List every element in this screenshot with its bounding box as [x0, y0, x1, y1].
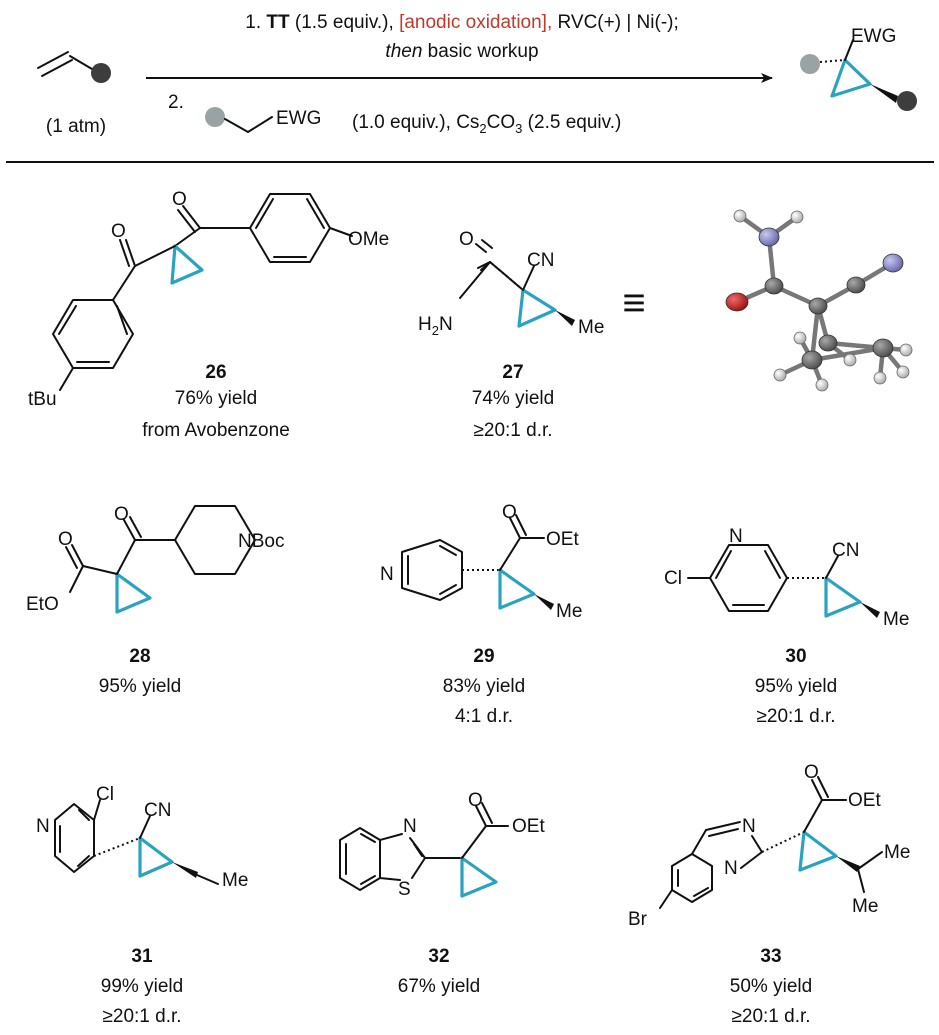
- product-ewg: EWG: [851, 26, 896, 47]
- substituent-dot-dark: [91, 63, 111, 83]
- compound-33-number: 33: [760, 946, 781, 967]
- compound-29-yield: 83% yield: [443, 676, 525, 697]
- step1-workup-text: basic workup: [422, 41, 538, 62]
- step1-electrodes: RVC(+) | Ni(-);: [552, 12, 679, 33]
- c26-o1: O: [111, 221, 126, 242]
- compound-31-structure: N Cl CN Me: [36, 784, 248, 891]
- step1-highlight: [anodic oxidation],: [399, 12, 552, 33]
- c33-o: O: [804, 762, 819, 783]
- c27-me: Me: [578, 317, 604, 338]
- compound-27-number: 27: [502, 362, 523, 383]
- compound-28-structure: O EtO O NBoc: [26, 504, 284, 615]
- step1-reagent: TT: [266, 12, 290, 33]
- c27-nh2: H2N: [418, 314, 453, 338]
- step1-equiv: (1.5 equiv.),: [290, 12, 399, 33]
- compound-28-number: 28: [129, 646, 150, 667]
- compound-29-structure: N O OEt Me: [380, 502, 582, 622]
- c29-n: N: [380, 564, 394, 585]
- c33-oet: OEt: [848, 790, 881, 811]
- c27-o: O: [459, 229, 474, 250]
- compound-32-yield: 67% yield: [398, 976, 480, 997]
- c32-s: S: [398, 879, 411, 900]
- c32-o: O: [468, 790, 483, 811]
- compound-33-note: ≥20:1 d.r.: [731, 1006, 810, 1027]
- c30-cl: Cl: [664, 568, 682, 589]
- reaction-header: (1 atm) 1. TT (1.5 equiv.), [anodic oxid…: [37, 12, 917, 137]
- compound-27-structure: O H2N CN Me: [418, 229, 604, 338]
- compound-26-note: from Avobenzone: [142, 420, 290, 441]
- c31-cl: Cl: [96, 784, 114, 805]
- step2-equiv: (1.0 equiv.), Cs: [352, 112, 479, 133]
- c27-cn: CN: [527, 250, 554, 271]
- step2-sub2: 3: [515, 121, 522, 136]
- c33-n1: N: [742, 816, 756, 837]
- compound-27-note: ≥20:1 d.r.: [473, 420, 552, 441]
- substituent-dot-light: [205, 107, 225, 127]
- step1-prefix: 1.: [245, 12, 266, 33]
- compound-30-note: ≥20:1 d.r.: [756, 706, 835, 727]
- step2-prefix: 2.: [168, 92, 184, 113]
- compound-31-note: ≥20:1 d.r.: [102, 1006, 181, 1027]
- step1-conditions: 1. TT (1.5 equiv.), [anodic oxidation], …: [245, 12, 679, 33]
- c27-nh2-sub: 2: [432, 323, 439, 338]
- c33-n2: N: [724, 858, 738, 879]
- step1-workup: then basic workup: [385, 41, 538, 62]
- c33-me1: Me: [884, 842, 910, 863]
- c31-cn: CN: [144, 800, 171, 821]
- c30-n: N: [729, 526, 743, 547]
- c32-n: N: [403, 816, 417, 837]
- c29-oet: OEt: [546, 529, 579, 550]
- reactant-pressure: (1 atm): [46, 116, 106, 137]
- crystal-structure-image: [725, 209, 913, 392]
- product-dot-light: [800, 54, 820, 74]
- step2-ewg: EWG: [276, 108, 321, 129]
- c30-me: Me: [883, 609, 909, 630]
- c27-nh2-n: N: [439, 314, 453, 335]
- compound-33-structure: N N Br O OEt Me Me: [628, 762, 910, 930]
- c33-me2: Me: [852, 896, 878, 917]
- c33-br: Br: [628, 909, 648, 930]
- c28-eto: EtO: [26, 594, 59, 615]
- c29-me: Me: [556, 601, 582, 622]
- c28-nboc: NBoc: [238, 531, 284, 552]
- equivalence-symbol: ≡: [622, 281, 645, 325]
- compound-32-number: 32: [428, 946, 449, 967]
- compound-31-yield: 99% yield: [101, 976, 183, 997]
- c29-o: O: [502, 502, 517, 523]
- alkene-reactant: [37, 51, 111, 83]
- compound-29-number: 29: [473, 646, 494, 667]
- compound-26-number: 26: [205, 362, 226, 383]
- c26-tbu: tBu: [28, 389, 57, 410]
- step2-reagents: (1.0 equiv.), Cs2CO3 (2.5 equiv.): [352, 112, 621, 136]
- product-dot-dark: [897, 91, 917, 111]
- step2-co: CO: [487, 112, 516, 133]
- step2-conditions: 2. EWG (1.0 equiv.), Cs2CO3 (2.5 equiv.): [168, 92, 621, 136]
- c31-n: N: [36, 816, 50, 837]
- product-cyclopropane: EWG: [800, 26, 917, 111]
- c30-cn: CN: [832, 540, 859, 561]
- c26-ome: OMe: [348, 229, 389, 250]
- c28-o1: O: [58, 529, 73, 550]
- c27-nh2-h: H: [418, 314, 432, 335]
- compound-26-structure: OMe O O tBu: [28, 189, 389, 410]
- compound-30-number: 30: [785, 646, 806, 667]
- compound-27-yield: 74% yield: [472, 388, 554, 409]
- c31-me: Me: [222, 870, 248, 891]
- step2-sub1: 2: [479, 121, 486, 136]
- compound-30-yield: 95% yield: [755, 676, 837, 697]
- compound-33-yield: 50% yield: [730, 976, 812, 997]
- compound-26-yield: 76% yield: [175, 388, 257, 409]
- c32-oet: OEt: [512, 816, 545, 837]
- compound-29-note: 4:1 d.r.: [455, 706, 513, 727]
- c26-o2: O: [172, 189, 187, 210]
- compound-31-number: 31: [131, 946, 153, 967]
- step2-tail: (2.5 equiv.): [522, 112, 621, 133]
- compound-32-structure: N S O OEt: [339, 790, 545, 900]
- step1-then: then: [385, 41, 422, 62]
- compound-30-structure: Cl N CN Me: [664, 526, 909, 630]
- c28-o2: O: [114, 504, 129, 525]
- compound-28-yield: 95% yield: [99, 676, 181, 697]
